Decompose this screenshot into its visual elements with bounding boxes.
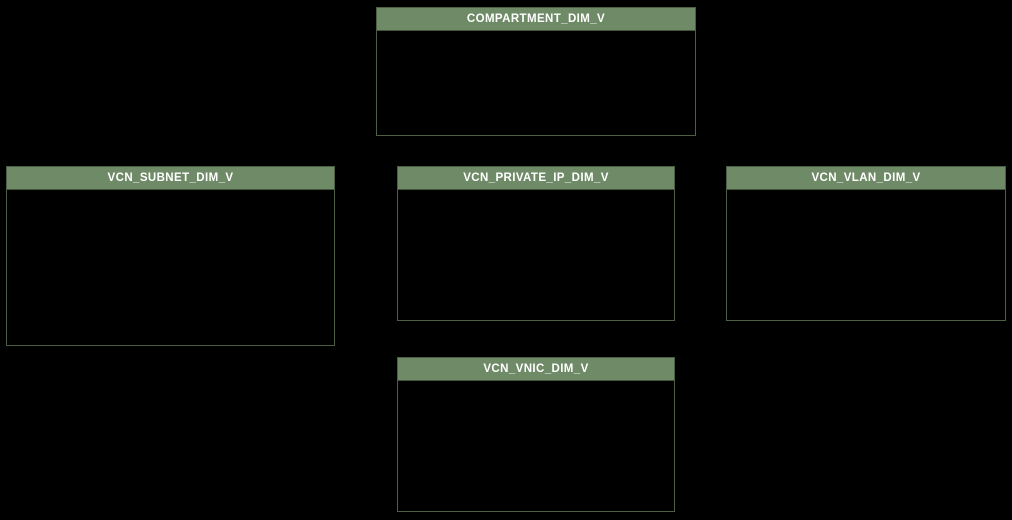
table-box-vcn-vlan-dim-v[interactable]: VCN_VLAN_DIM_V	[726, 166, 1006, 321]
table-body-vcn-private-ip-dim-v	[398, 190, 674, 320]
table-title: VCN_VNIC_DIM_V	[483, 363, 589, 375]
table-header-compartment-dim-v[interactable]: COMPARTMENT_DIM_V	[377, 8, 695, 31]
table-title: VCN_PRIVATE_IP_DIM_V	[463, 172, 609, 184]
table-title: VCN_VLAN_DIM_V	[811, 172, 921, 184]
table-header-vcn-vnic-dim-v[interactable]: VCN_VNIC_DIM_V	[398, 358, 674, 381]
table-body-vcn-vlan-dim-v	[727, 190, 1005, 320]
table-title: VCN_SUBNET_DIM_V	[107, 172, 234, 184]
table-title: COMPARTMENT_DIM_V	[466, 13, 606, 25]
table-box-vcn-subnet-dim-v[interactable]: VCN_SUBNET_DIM_V	[6, 166, 335, 346]
table-header-vcn-private-ip-dim-v[interactable]: VCN_PRIVATE_IP_DIM_V	[398, 167, 674, 190]
table-header-vcn-subnet-dim-v[interactable]: VCN_SUBNET_DIM_V	[7, 167, 334, 190]
table-body-compartment-dim-v	[377, 31, 695, 135]
table-box-compartment-dim-v[interactable]: COMPARTMENT_DIM_V	[376, 7, 696, 136]
table-box-vcn-vnic-dim-v[interactable]: VCN_VNIC_DIM_V	[397, 357, 675, 512]
table-body-vcn-subnet-dim-v	[7, 190, 334, 345]
table-body-vcn-vnic-dim-v	[398, 381, 674, 511]
table-header-vcn-vlan-dim-v[interactable]: VCN_VLAN_DIM_V	[727, 167, 1005, 190]
table-box-vcn-private-ip-dim-v[interactable]: VCN_PRIVATE_IP_DIM_V	[397, 166, 675, 321]
